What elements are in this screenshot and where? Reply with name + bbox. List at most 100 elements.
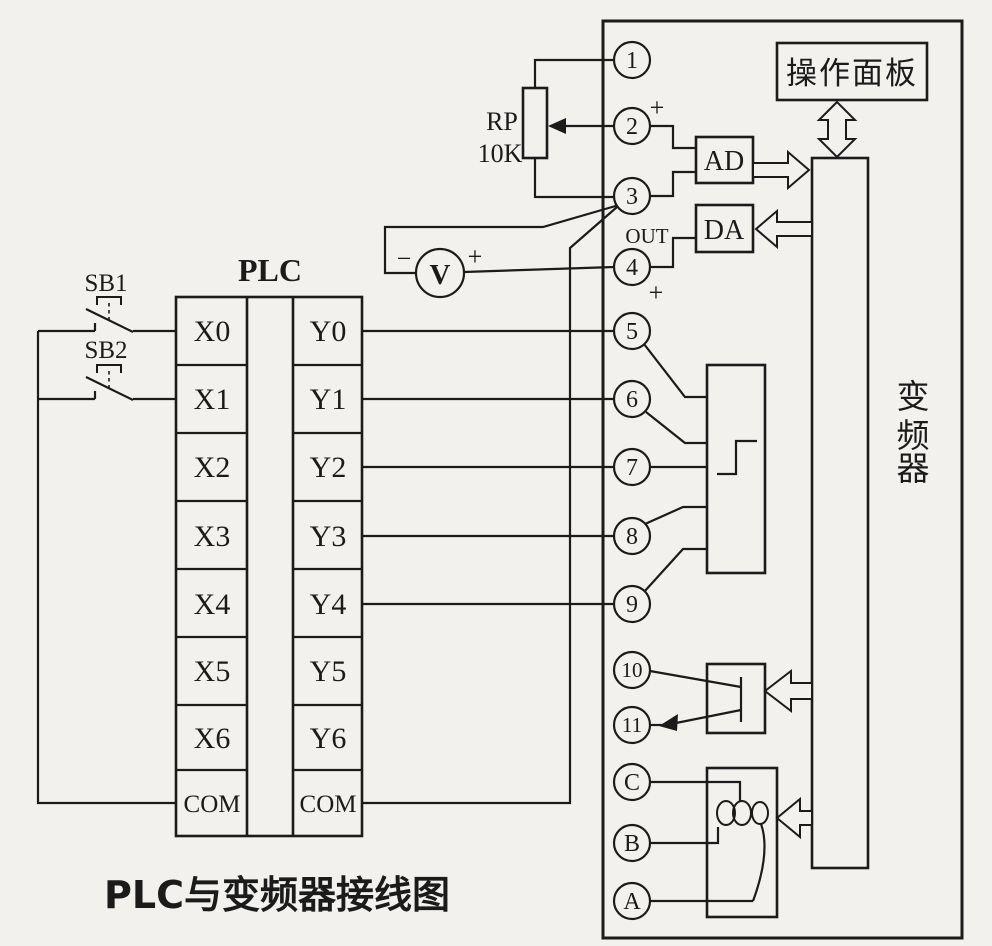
plc-y5-label: Y5 [310, 655, 347, 688]
inverter-char-3: 器 [897, 449, 930, 488]
inverter-terminals [612, 40, 652, 921]
terminal-4-plus-sign: + [649, 278, 664, 307]
ad-box [694, 135, 755, 185]
plc-cell-labels: X0 X1 X2 X3 X4 X5 X6 COM Y0 Y1 Y2 Y3 Y4 … [184, 315, 357, 818]
cpu-to-relay-arrow-icon [775, 796, 813, 840]
relay-coil-icon [716, 800, 736, 826]
terminal-b-label: B [624, 831, 640, 857]
plc-y1-label: Y1 [310, 383, 347, 416]
voltmeter-circle [414, 247, 466, 299]
sb2-actuator [96, 364, 122, 373]
terminal-c-label: C [624, 770, 640, 796]
relay-contact-curve [751, 823, 766, 902]
wiper-arrowhead-icon [548, 118, 566, 134]
terminal-8-circle [612, 516, 652, 556]
plc-y6-label: Y6 [310, 722, 347, 755]
voltmeter-plus-sign: + [468, 242, 483, 271]
plc-outline [174, 295, 364, 838]
digital-input-wiring [643, 343, 707, 593]
plc-y3-label: Y3 [310, 520, 347, 553]
wire-t8-pulsebox [644, 505, 707, 526]
wire-t3-ad [650, 170, 696, 198]
cpu-to-transistor-arrow-icon [763, 668, 813, 714]
voltmeter-label: V [430, 259, 451, 291]
plc-x3-label: X3 [194, 520, 231, 553]
sb2-label: SB2 [84, 337, 127, 364]
wire-transistor-t11 [675, 708, 742, 725]
potentiometer-body [521, 86, 549, 160]
transistor-output-wiring [649, 669, 742, 731]
transistor-output-box [705, 662, 767, 735]
plc-y0-label: Y0 [310, 315, 347, 348]
sb1-label: SB1 [84, 270, 127, 297]
wire-t2-ad [650, 124, 696, 150]
terminal-11-circle [612, 705, 652, 745]
plc-xcom-label: COM [184, 791, 241, 818]
t11-arrowhead-icon [659, 714, 678, 731]
relay-outline [705, 766, 779, 919]
ad-to-cpu-arrow-icon [752, 149, 811, 191]
terminal-3-circle [612, 176, 652, 216]
operation-panel-label: 操作面板 [786, 56, 918, 92]
terminal-c-circle [612, 762, 652, 802]
potentiometer-name: RP [486, 107, 518, 136]
wire-t1-rp [533, 58, 614, 88]
pulse-input-box [705, 363, 767, 575]
terminal-7-label: 7 [626, 455, 638, 481]
wire-t3-voltmeter [383, 203, 620, 275]
wire-rp-t3 [533, 158, 614, 199]
plc-x4-label: X4 [194, 588, 231, 621]
terminal-1-circle [612, 40, 652, 80]
plc-column-dividers [245, 297, 295, 836]
plc-box [174, 295, 364, 838]
terminal-4-circle [612, 247, 652, 287]
terminal-6-circle [612, 379, 652, 419]
terminal-5-label: 5 [626, 319, 638, 345]
relay-output-wiring [650, 780, 766, 903]
terminal-a-label: A [623, 889, 641, 915]
wire-t6-pulsebox [645, 411, 707, 445]
step-waveform-icon [717, 439, 757, 476]
inverter-char-1: 变 [897, 377, 930, 416]
analog-wiring [383, 58, 696, 275]
terminal-7-circle [612, 447, 652, 487]
terminal-4-label: 4 [626, 255, 638, 281]
terminal-10-circle [612, 650, 652, 690]
wire-tc-relay [650, 780, 742, 802]
panel-cpu-double-arrow-icon [816, 100, 858, 159]
plc-row-dividers [176, 363, 362, 772]
transistor-outline [705, 662, 767, 735]
potentiometer-value: 10K [478, 139, 523, 168]
wire-t10-transistor [649, 669, 742, 689]
terminal-6-label: 6 [626, 387, 638, 413]
terminal-2-plus-sign: + [650, 93, 665, 122]
wire-tb-relay [650, 827, 720, 845]
wire-voltmeter-t4 [463, 265, 615, 274]
plc-x5-label: X5 [194, 655, 231, 688]
terminal-a-circle [612, 881, 652, 921]
da-box [694, 203, 755, 254]
terminal-8-label: 8 [626, 524, 638, 550]
inverter-label: 变 频 器 [897, 377, 930, 488]
terminal-1-label: 1 [626, 48, 638, 74]
plc-x0-label: X0 [194, 315, 231, 348]
terminal-2-circle [612, 106, 652, 146]
terminal-b-circle [612, 823, 652, 863]
diagram-title: PLC与变频器接线图 [104, 873, 450, 917]
wire-t4-da [650, 236, 696, 269]
left-rail-wire [36, 331, 176, 805]
terminal-9-label: 9 [626, 592, 638, 618]
output-wiring [362, 206, 618, 805]
sb1-actuator [96, 296, 122, 305]
plc-x1-label: X1 [194, 383, 231, 416]
out-label: OUT [625, 224, 668, 248]
inverter-char-2: 频 [897, 416, 930, 455]
wire-t9-pulsebox [643, 547, 707, 593]
inverter-box [601, 19, 964, 940]
terminal-11-label: 11 [622, 713, 642, 737]
relay-contact-icon [751, 801, 769, 825]
terminal-labels: 1 2 3 4 5 6 7 8 9 10 11 C B A [622, 48, 643, 915]
terminal-10-label: 10 [622, 658, 643, 682]
cpu-bar [810, 156, 870, 870]
